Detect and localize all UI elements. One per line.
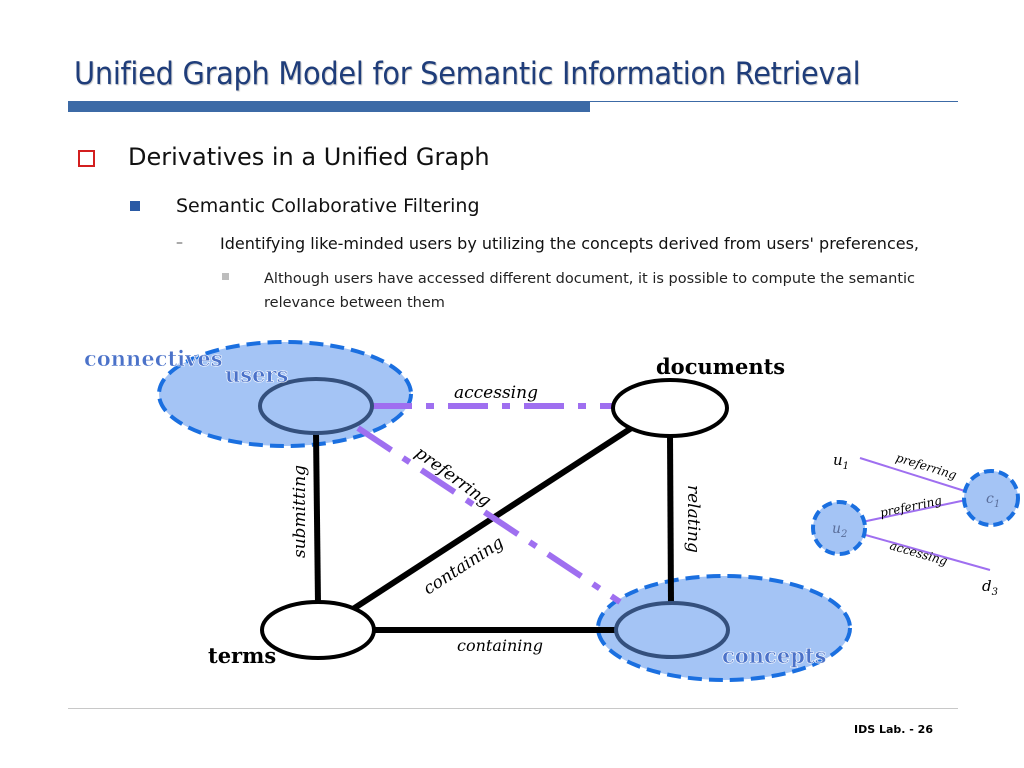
users-label: users [225,362,288,387]
bullet-level2: Semantic Collaborative Filtering [176,195,480,217]
title-underline-thin [590,101,958,102]
dash-bullet-icon: – [176,235,183,251]
mini-u2-label: u2 [832,521,847,540]
bullet-level1: Derivatives in a Unified Graph [128,143,490,171]
bullet-level3: Identifying like-minded users by utilizi… [220,234,920,253]
mini-preferring-2-label: preferring [879,493,944,520]
terms-label: terms [208,643,276,668]
grey-square-bullet-icon [222,273,229,280]
footer-page-label: IDS Lab. - 26 [854,723,933,736]
mini-edge-u2-d3 [861,533,991,571]
connectives-label: connectives [84,346,223,371]
mini-edge-u2-c1 [861,499,967,523]
terms-node [260,600,376,660]
mini-node-c1 [962,469,1020,527]
containing-diagonal-label: containing [420,533,508,600]
slide-title: Unified Graph Model for Semantic Informa… [74,56,861,92]
mini-accessing-label: accessing [888,538,949,568]
concepts-label: concepts [722,643,826,668]
mini-preferring-1-label: preferring [894,450,958,482]
concepts-node [614,601,730,659]
bullet-level4: Although users have accessed different d… [264,271,916,311]
accessing-label: accessing [454,383,538,403]
blue-square-bullet-icon [130,201,140,211]
documents-node [611,378,729,438]
edge-relating [667,434,674,605]
mini-d3-label: d3 [982,577,998,598]
edge-submitting [313,431,321,605]
red-square-bullet-icon [78,150,95,167]
footer-divider [68,708,958,709]
users-node [258,377,374,435]
title-underline-thick [68,101,590,112]
relating-label: relating [683,485,703,553]
documents-label: documents [656,354,785,379]
mini-edge-u1-c1 [859,457,969,493]
preferring-label: preferring [411,443,495,512]
mini-u1-label: u1 [833,451,849,472]
mini-node-u2 [811,500,867,556]
mini-c1-label: c1 [986,491,1000,510]
submitting-label: submitting [290,465,310,558]
edge-preferring [356,425,622,605]
containing-bottom-label: containing [457,636,543,655]
